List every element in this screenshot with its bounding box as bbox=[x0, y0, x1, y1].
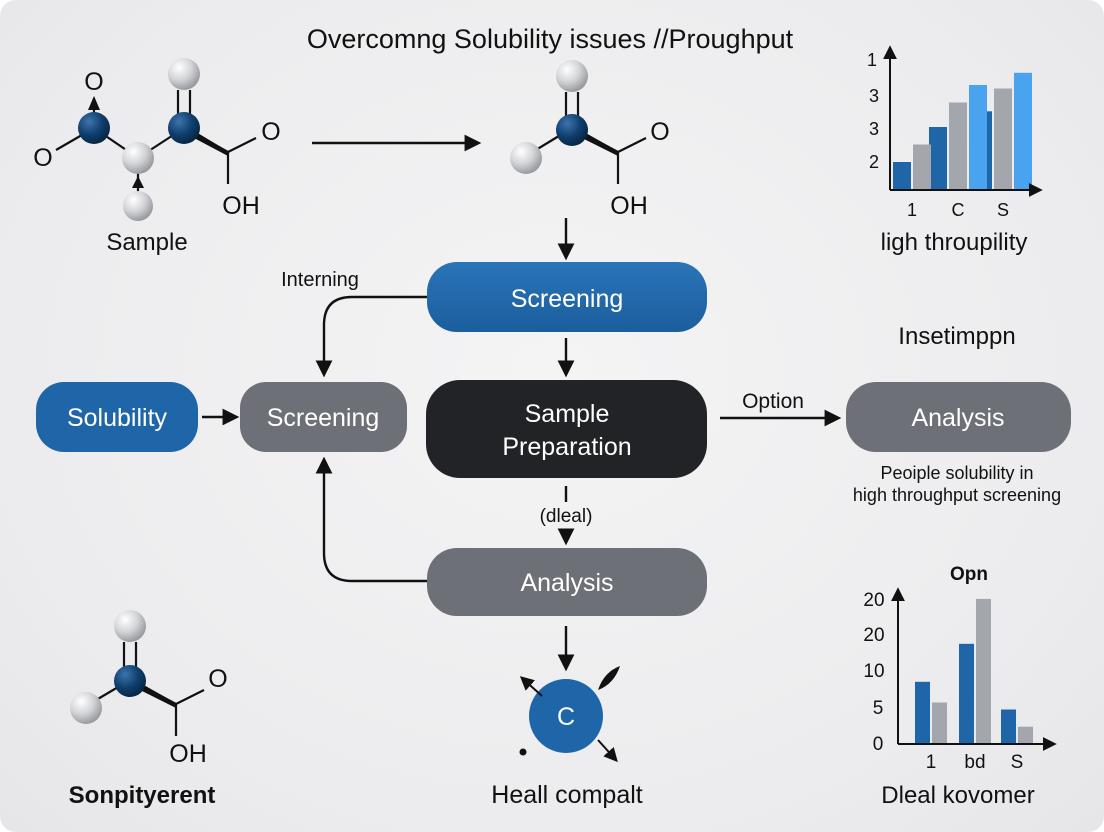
compound-label: Heall compalt bbox=[491, 781, 643, 809]
hydrogen-atom bbox=[70, 692, 102, 724]
wedge-bond bbox=[88, 96, 100, 110]
chart-caption: Dleal kovomer bbox=[881, 782, 1034, 809]
interning-connector bbox=[315, 295, 427, 378]
svg-text:Sample: Sample bbox=[525, 400, 610, 428]
hydrogen-atom bbox=[510, 142, 542, 174]
y-tick-label: 20 bbox=[863, 625, 884, 646]
edge-label-ideal: (dleal) bbox=[540, 506, 593, 527]
node-solubility[interactable]: Solubility bbox=[36, 382, 198, 452]
radiating-arrow bbox=[597, 739, 618, 763]
atom-label: OH bbox=[169, 740, 207, 768]
wedge-bond bbox=[140, 684, 176, 708]
bar-1-series-1 bbox=[915, 681, 930, 744]
bar-bd-series-2 bbox=[976, 598, 991, 744]
description-line: high throughput screening bbox=[853, 485, 1061, 505]
y-tick-label: 3 bbox=[869, 119, 879, 139]
x-tick-label: S bbox=[1011, 752, 1024, 773]
node-screening-top[interactable]: Screening bbox=[427, 262, 707, 332]
svg-text:Analysis: Analysis bbox=[520, 569, 613, 597]
atom-label: OH bbox=[222, 192, 260, 220]
wedge-bond bbox=[582, 132, 618, 156]
node-analysis-right[interactable]: Analysis bbox=[846, 382, 1071, 452]
x-tick-label: C bbox=[952, 200, 965, 220]
bar-S-series-2 bbox=[994, 88, 1012, 190]
hydrogen-atom bbox=[122, 142, 154, 174]
atom-label: O bbox=[84, 68, 103, 96]
svg-text:Screening: Screening bbox=[267, 404, 380, 432]
carbon-atom bbox=[114, 665, 146, 697]
chart-caption: ligh throupility bbox=[881, 229, 1028, 256]
bar-C-series-3 bbox=[969, 85, 987, 190]
leaf-icon bbox=[598, 666, 620, 690]
node-analysis-bottom[interactable]: Analysis bbox=[427, 548, 707, 616]
chart-title: Opn bbox=[950, 564, 988, 585]
hydrogen-atom bbox=[123, 191, 153, 221]
carbon-atom bbox=[78, 112, 110, 144]
bar-S-series-3 bbox=[1014, 72, 1032, 191]
node-screening-left[interactable]: Screening bbox=[240, 382, 407, 452]
x-tick-label: S bbox=[997, 200, 1009, 220]
hydrogen-atom bbox=[168, 58, 200, 90]
x-tick-label: 1 bbox=[907, 200, 917, 220]
bar-1-series-2 bbox=[913, 144, 931, 190]
svg-text:Solubility: Solubility bbox=[67, 404, 168, 432]
y-tick-label: 3 bbox=[869, 86, 879, 106]
bar-1-series-1 bbox=[893, 162, 911, 190]
y-tick-label: 20 bbox=[863, 590, 884, 611]
page-title: Overcomng Solubility issues //Proughput bbox=[307, 24, 794, 54]
bar-C-series-1 bbox=[929, 127, 947, 190]
svg-text:Preparation: Preparation bbox=[502, 433, 631, 461]
atom-label: O bbox=[261, 118, 280, 146]
svg-text:C: C bbox=[557, 703, 575, 731]
wedge-bond bbox=[194, 132, 228, 156]
sample-molecule bbox=[55, 90, 257, 196]
compound-node[interactable]: C bbox=[529, 679, 603, 753]
molecule-label: Sample bbox=[106, 229, 187, 256]
node-sample-preparation[interactable]: Sample Preparation bbox=[426, 380, 707, 478]
edge-label-option: Option bbox=[742, 390, 804, 413]
bar-C-series-2 bbox=[949, 102, 967, 190]
hydrogen-atom bbox=[114, 610, 146, 642]
carbon-atom bbox=[168, 112, 200, 144]
bar-chart-top: 1 3 3 2 1 C S ligh throupility bbox=[867, 45, 1043, 256]
atom-label: O bbox=[33, 144, 52, 172]
atom-label: O bbox=[650, 118, 669, 146]
x-tick-label: 1 bbox=[926, 752, 937, 773]
y-tick-label: 5 bbox=[873, 698, 884, 719]
y-tick-label: 2 bbox=[869, 152, 879, 172]
bar-S-series-2 bbox=[1018, 726, 1033, 744]
description-line: Peoiple solubility in bbox=[880, 463, 1033, 483]
inset-heading: Insetimppn bbox=[898, 323, 1015, 350]
atom-label: OH bbox=[610, 192, 648, 220]
carbon-atom bbox=[556, 114, 588, 146]
radiating-arrow bbox=[519, 676, 543, 697]
x-tick-label: bd bbox=[964, 752, 985, 773]
hydrogen-atom bbox=[556, 60, 588, 92]
edge-label-interning: Interning bbox=[281, 269, 359, 291]
y-tick-label: 1 bbox=[867, 50, 877, 70]
molecule-label: Sonpityerent bbox=[69, 782, 216, 809]
feedback-connector bbox=[315, 456, 427, 583]
dot-mark bbox=[519, 748, 527, 756]
bar-bd-series-1 bbox=[959, 643, 974, 744]
wedge-bond bbox=[132, 176, 144, 188]
svg-text:Analysis: Analysis bbox=[911, 404, 1004, 432]
bar-chart-bottom: Opn 20 20 10 5 0 1 bd S Dleal kovomer bbox=[863, 564, 1057, 809]
y-tick-label: 10 bbox=[863, 661, 884, 682]
bar-S-series-1 bbox=[1001, 709, 1016, 744]
y-tick-label: 0 bbox=[873, 734, 884, 755]
atom-label: O bbox=[208, 665, 227, 693]
bar-1-series-2 bbox=[932, 702, 947, 744]
svg-text:Screening: Screening bbox=[511, 285, 624, 313]
